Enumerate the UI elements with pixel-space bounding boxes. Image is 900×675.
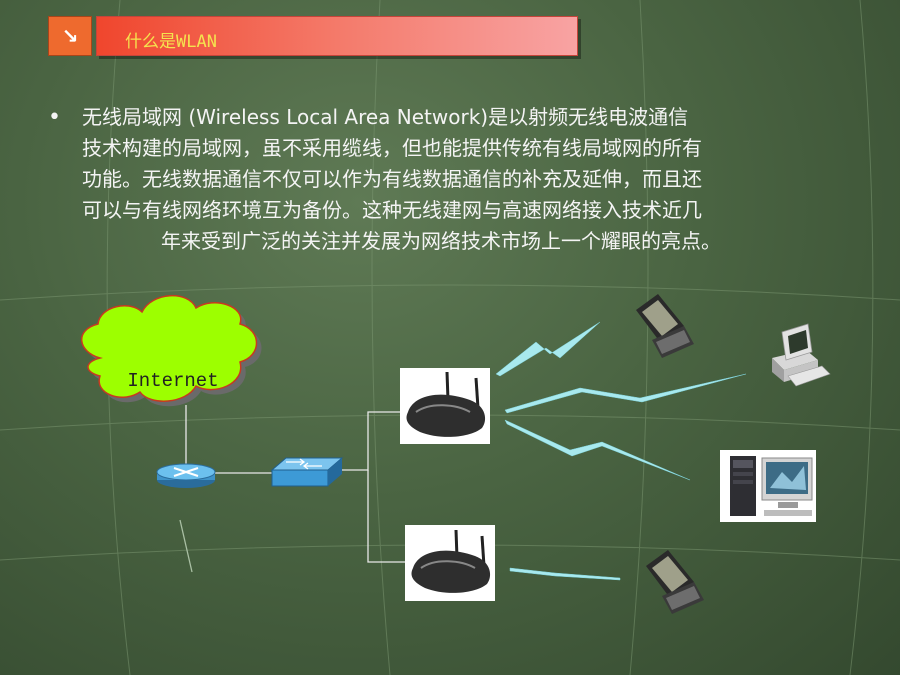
arrow-down-right-icon: ↘ <box>48 16 92 56</box>
laptop-icon <box>646 550 704 614</box>
access-point-icon <box>400 368 490 444</box>
bullet-line: 可以与有线网络环境互为备份。这种无线建网与高速网络接入技术近几 <box>82 198 702 222</box>
bullet-dot-icon: • <box>48 105 61 130</box>
router-icon <box>156 463 216 488</box>
bullet-line: 技术构建的局域网，虽不采用缆线，但也能提供传统有线局域网的所有 <box>82 136 702 160</box>
bullet-paragraph: • 无线局域网 (Wireless Local Area Network)是以射… <box>48 102 860 257</box>
workstation-icon <box>720 450 816 522</box>
wireless-links <box>495 321 747 581</box>
wired-links <box>179 405 405 573</box>
slide-title: 什么是WLAN <box>125 32 217 52</box>
laptop-icon <box>636 294 694 358</box>
bullet-line: 功能。无线数据通信不仅可以作为有线数据通信的补充及延伸，而且还 <box>82 167 702 191</box>
internet-cloud: Internet <box>80 294 262 407</box>
bullet-text: 无线局域网 (Wireless Local Area Network)是以射频无… <box>82 102 860 257</box>
title-banner: ↘ 什么是WLAN <box>48 16 578 56</box>
bullet-line: 年来受到广泛的关注并发展为网络技术市场上一个耀眼的亮点。 <box>161 229 721 253</box>
cloud-label: Internet <box>127 370 218 392</box>
switch-icon <box>270 457 344 487</box>
desktop-computer-icon <box>772 323 831 387</box>
bullet-line: 无线局域网 (Wireless Local Area Network)是以射频无… <box>82 105 689 129</box>
access-point-icon <box>405 525 495 601</box>
title-bar: 什么是WLAN <box>96 16 578 56</box>
